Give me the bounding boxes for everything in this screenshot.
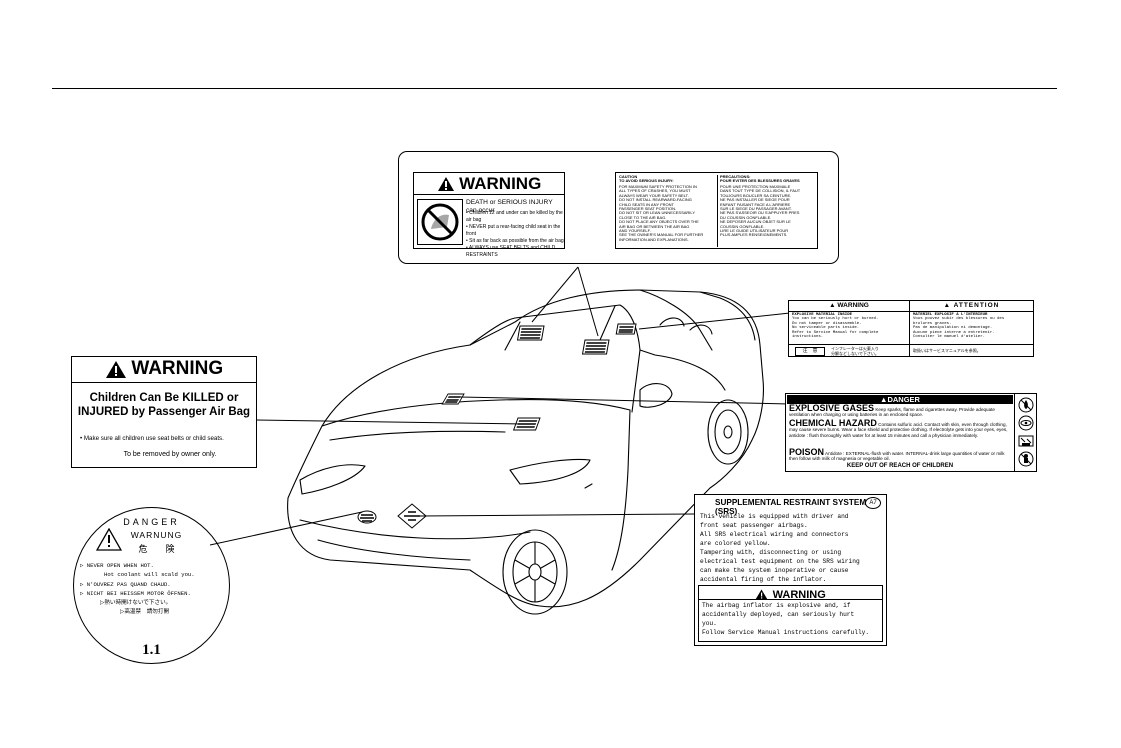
keep-away-children-icon: [1017, 451, 1035, 467]
warning-title: WARNING: [459, 174, 541, 193]
warning-triangle-icon: [105, 360, 127, 379]
caution-french-heading: PRECAUTIONS: POUR EVITER DES BLESSURES G…: [720, 175, 817, 184]
removal-note: To be removed by owner only.: [82, 451, 258, 458]
label-inflator-warning: ▲ WARNING ▲ ATTENTION EXPLOSIVE MATERIAL…: [788, 300, 1034, 357]
battery-poison: POISON Antidote : EXTERNAL-flush with wa…: [789, 450, 1012, 462]
radiator-warnung: WARNUNG: [84, 530, 229, 540]
label-radiator-cap: DANGER WARNUNG 危 険 ▷ NEVER OPEN WHEN HOT…: [73, 507, 230, 664]
battery-chemical-hazard: CHEMICAL HAZARD Contains sulfuric acid. …: [789, 421, 1012, 438]
battery-explosive-gases: EXPLOSIVE GASES Keep sparks, flame and c…: [789, 406, 1012, 418]
battery-footer: KEEP OUT OF REACH OF CHILDREN: [786, 463, 1014, 469]
label-battery-danger: ▲DANGER EXPLOSIVE GASES Keep sparks, fla…: [785, 393, 1037, 472]
srs-warning-box: WARNING The airbag inflator is explosive…: [698, 585, 883, 642]
eye-protection-icon: [1017, 415, 1035, 431]
caution-english-heading: CAUTION TO AVOID SERIOUS INJURY:: [619, 175, 715, 184]
warning-bullet: • Sit as far back as possible from the a…: [466, 238, 564, 245]
srs-code-badge: A7: [865, 497, 881, 509]
warning-bullet: • NEVER put a rear-facing child seat in …: [466, 224, 564, 238]
warning-triangle-icon: [437, 176, 455, 192]
srs-text: This vehicle is equipped with driver and…: [700, 512, 886, 584]
side-mirror: [640, 384, 672, 408]
warning-triangle-icon: [755, 589, 768, 600]
no-flame-icon: [1017, 397, 1035, 413]
warning-panel-pictogram: WARNING DEATH or SERIOUS INJURY can occu…: [413, 172, 565, 249]
inflator-warning-jp-text-2: 取扱いはサービスマニュアルを参照。: [913, 348, 1031, 353]
label-sunvisor-warning: WARNING DEATH or SERIOUS INJURY can occu…: [398, 151, 839, 264]
warning-title: WARNING: [131, 358, 223, 379]
inflator-warning-fr-title: ▲ ATTENTION: [910, 302, 1033, 312]
marker-radiator: [358, 511, 376, 523]
radiator-pressure-rating: 1.1: [74, 642, 229, 659]
srs-warning-text: The airbag inflator is explosive and, if…: [702, 601, 884, 637]
marker-sunvisor-left: [518, 326, 544, 340]
marker-battery: [442, 394, 464, 404]
radiator-text: ▷ NEVER OPEN WHEN HOT. Hot coolant will …: [80, 561, 228, 617]
marker-dash: [616, 324, 636, 334]
srs-warning-title: WARNING: [773, 589, 826, 601]
seat-belt-note: • Make sure all children use seat belts …: [80, 435, 256, 442]
warning-bullet: • Children 12 and under can be killed by…: [466, 210, 564, 224]
warning-headline-line2: INJURED by Passenger Air Bag: [72, 406, 256, 418]
play-arrow-icon: ▷: [80, 590, 83, 597]
inflator-warning-jp-label: 注 意: [795, 347, 825, 356]
radiator-kiken: 危 険: [84, 542, 229, 555]
inflator-warning-en-title: ▲ WARNING: [789, 302, 909, 312]
play-arrow-icon: ▷: [80, 581, 83, 588]
warning-bullet: • ALWAYS use SEAT BELTS and CHILD RESTRA…: [466, 245, 564, 259]
inflator-warning-jp-text: インフレーターは火薬入り分解などしないで下さい。: [831, 346, 909, 356]
windshield: [470, 305, 640, 350]
marker-sunvisor-right: [583, 340, 609, 354]
caution-panel-bilingual: CAUTION TO AVOID SERIOUS INJURY: FOR MAX…: [615, 172, 818, 249]
label-srs: SUPPLEMENTAL RESTRAINT SYSTEM (SRS) A7 T…: [694, 494, 887, 646]
warning-headline-line1: Children Can Be KILLED or: [72, 392, 256, 404]
acid-hazard-icon: [1017, 433, 1035, 449]
inflator-warning-fr-text: MATERIEL EXPLOSIF A L'INTERIEUR Vous pou…: [913, 313, 1031, 339]
inflator-warning-en-text: EXPLOSIVE MATERIAL INSIDE You can be ser…: [792, 313, 907, 339]
radiator-danger: DANGER: [74, 517, 229, 527]
label-passenger-airbag-warning: WARNING Children Can Be KILLED or INJURE…: [71, 356, 257, 468]
no-child-seat-icon: [417, 199, 463, 245]
play-arrow-icon: ▷: [80, 562, 83, 569]
